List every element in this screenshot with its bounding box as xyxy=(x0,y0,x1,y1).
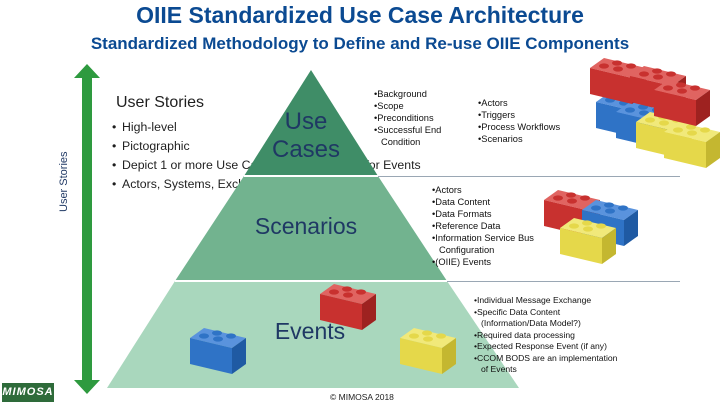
brick-blue-icon xyxy=(190,328,246,374)
tier-label-scenarios: Scenarios xyxy=(254,213,358,239)
pyramid-tier-middle xyxy=(175,176,447,281)
detail-item: •Actors xyxy=(432,185,462,195)
detail-item: •Process Workflows xyxy=(478,122,561,132)
detail-item: •Reference Data xyxy=(432,221,501,231)
detail-item: •Required data processing xyxy=(474,329,575,340)
brick-yellow-icon xyxy=(664,122,720,168)
detail-item: •Actors xyxy=(478,98,508,108)
tier-label-use-cases: Use Cases xyxy=(271,108,341,163)
use-cases-detail-right: •Actors •Triggers •Process Workflows •Sc… xyxy=(478,97,588,145)
detail-item: •Background xyxy=(374,89,427,99)
detail-item: •Information Service Bus Configuration xyxy=(432,233,534,255)
detail-item: •Scope xyxy=(374,101,404,111)
copyright-text: © MIMOSA 2018 xyxy=(330,392,394,402)
detail-item: •Scenarios xyxy=(478,134,523,144)
double-arrow-icon xyxy=(74,64,100,394)
detail-item: •(OIIE) Events xyxy=(432,257,492,267)
brick-red-icon xyxy=(320,284,376,330)
detail-item: •CCOM BODS are an implementation of Even… xyxy=(474,352,618,375)
divider-use-cases xyxy=(378,176,680,177)
pyramid-tier-top xyxy=(244,70,378,176)
detail-item: •Successful End Condition xyxy=(374,125,442,147)
mimosa-logo: MIMOSA xyxy=(2,383,54,402)
detail-item: •Specific Data Content (Information/Data… xyxy=(474,306,581,329)
detail-item: •Data Content xyxy=(432,197,491,207)
page-title: OIIE Standardized Use Case Architecture xyxy=(136,2,584,28)
divider-scenarios xyxy=(447,281,680,282)
user-stories-item: •High-level xyxy=(112,120,177,134)
detail-item: •Preconditions xyxy=(374,113,434,123)
detail-item: •Triggers xyxy=(478,110,516,120)
scenarios-detail: •Actors •Data Content •Data Formats •Ref… xyxy=(432,184,542,268)
detail-item: •Data Formats xyxy=(432,209,492,219)
detail-item: •Individual Message Exchange xyxy=(474,295,592,305)
user-stories-item: •Pictographic xyxy=(112,139,190,153)
page-subtitle: Standardized Methodology to Define and R… xyxy=(90,34,630,53)
detail-item: •Expected Response Event (if any) xyxy=(474,341,607,351)
brick-yellow-icon xyxy=(400,328,456,374)
use-cases-detail-left: •Background •Scope •Preconditions •Succe… xyxy=(374,88,470,148)
events-detail: •Individual Message Exchange •Specific D… xyxy=(474,295,624,376)
user-stories-heading: User Stories xyxy=(116,94,205,111)
